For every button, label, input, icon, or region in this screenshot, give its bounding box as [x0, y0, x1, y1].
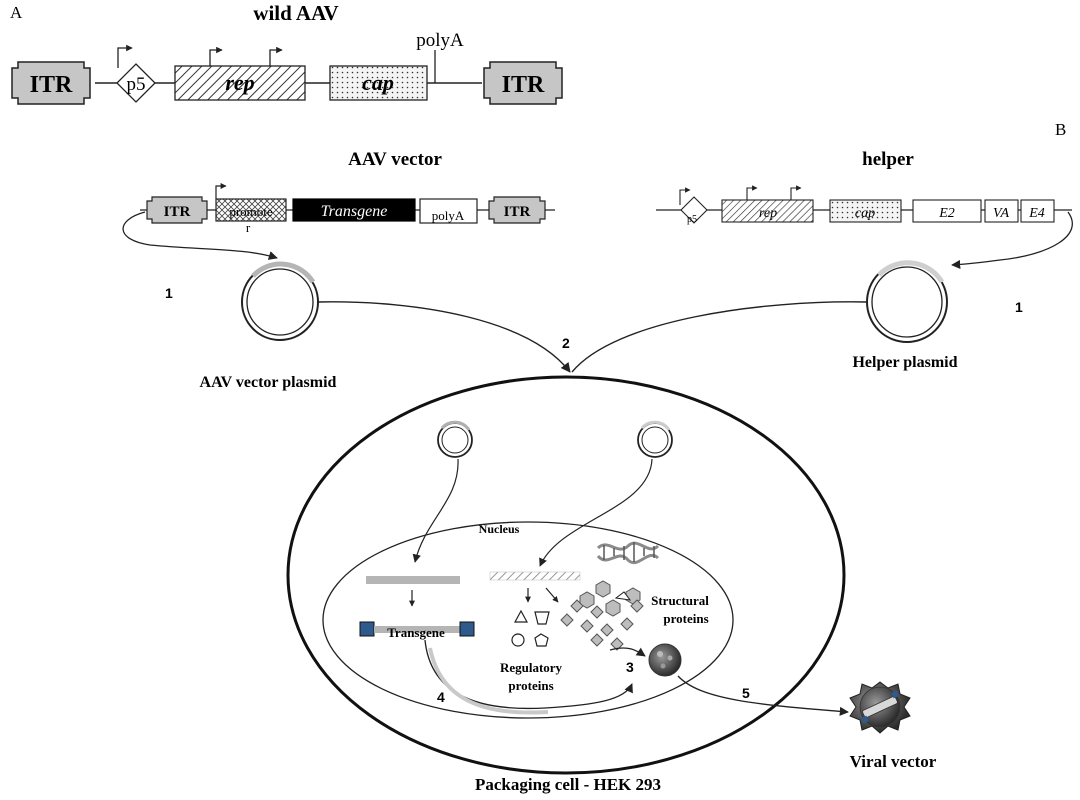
- vector-itr-right-label: ITR: [504, 204, 531, 220]
- vector-itr-left-label: ITR: [164, 204, 191, 220]
- panel-a-letter: A: [10, 3, 23, 22]
- wild-itr-right-label: ITR: [502, 72, 545, 98]
- wild-p5-diamond: [116, 63, 156, 103]
- wild-p5-label: p5: [127, 74, 146, 95]
- vector-promoter-label: promote: [229, 204, 273, 219]
- step-4-label: 4: [437, 689, 445, 705]
- helper-plasmid-icon: [866, 260, 948, 343]
- dna-helix-icon: [596, 541, 660, 564]
- cell-vector-plasmid-icon: [437, 420, 473, 458]
- helper-plasmid-to-cell-arrow: [571, 301, 867, 373]
- helper-rep-label: rep: [759, 206, 777, 221]
- helper-p19-arrow: [746, 185, 758, 200]
- aav-vector-plasmid-label: AAV vector plasmid: [200, 374, 337, 391]
- vector-to-plasmid-arrow: [122, 211, 278, 260]
- wild-p5-promoter-arrow: [117, 44, 133, 68]
- wild-itr-left-label: ITR: [30, 72, 73, 98]
- helper-cap: [829, 199, 902, 223]
- step-4-arrow: [424, 639, 633, 710]
- helper-p5-label: p5: [687, 214, 697, 225]
- transgene-bar: [374, 626, 460, 633]
- transgene-itr-left: [359, 621, 375, 637]
- vector-promoter-arrow: [215, 183, 227, 199]
- assembled-capsid-icon: [648, 643, 682, 677]
- vector-promoter-label-r: r: [246, 220, 251, 235]
- helper-va: [984, 199, 1019, 223]
- vector-polya-label: polyA: [432, 208, 465, 223]
- vector-dna-bar: [366, 576, 460, 584]
- wild-itr-left: [11, 61, 91, 105]
- wild-aav-title: wild AAV: [253, 1, 338, 25]
- transgene-itr-right: [459, 621, 475, 637]
- panel-b-letter: B: [1055, 120, 1066, 139]
- helper-dna-arrow-right: [545, 587, 559, 603]
- step-1-left: 1: [165, 285, 173, 301]
- step-3-label: 3: [626, 659, 634, 675]
- wild-itr-right: [483, 61, 563, 105]
- step-5-label: 5: [742, 685, 750, 701]
- helper-title: helper: [862, 149, 914, 170]
- vector-promoter: [215, 198, 287, 222]
- vector-entry-arrow: [412, 458, 459, 563]
- vector-itr-right: [488, 196, 546, 224]
- wild-p19-promoter-arrow: [209, 46, 223, 66]
- structural-label-line1: Structural: [651, 593, 709, 608]
- step-2-label: 2: [562, 335, 570, 351]
- step-5-arrow: [677, 675, 849, 716]
- viral-vector-label: Viral vector: [850, 752, 937, 771]
- helper-e4-label: E4: [1028, 206, 1045, 221]
- helper-p5-arrow: [679, 187, 691, 205]
- helper-entry-arrow: [539, 458, 653, 567]
- helper-va-label: VA: [993, 206, 1010, 221]
- wild-rep-gene: [174, 65, 306, 101]
- helper-e2: [912, 199, 982, 223]
- vector-polya: [419, 198, 478, 224]
- helper-to-plasmid-arrow: [951, 211, 1073, 270]
- wild-rep-label: rep: [225, 70, 254, 95]
- capsid-assembly-arrow: [609, 647, 646, 657]
- nucleus: [322, 521, 734, 719]
- vector-transgene-label: Transgene: [321, 203, 388, 220]
- cell-helper-plasmid-icon: [637, 420, 673, 458]
- helper-e4: [1020, 199, 1055, 223]
- wild-polya-label: polyA: [416, 30, 464, 51]
- wild-cap-gene: [329, 65, 428, 101]
- structural-label-line2: proteins: [663, 611, 708, 626]
- aav-vector-plasmid-icon: [241, 261, 319, 341]
- regulatory-label-line2: proteins: [508, 678, 553, 693]
- helper-rep: [721, 199, 814, 223]
- nucleus-label: Nucleus: [479, 522, 520, 536]
- vector-itr-left: [146, 196, 208, 224]
- step-1-right: 1: [1015, 299, 1023, 315]
- transgene-label: Transgene: [387, 625, 445, 640]
- helper-plasmid-label: Helper plasmid: [852, 354, 957, 371]
- wild-p40-promoter-arrow: [269, 46, 283, 66]
- regulatory-label-line1: Regulatory: [500, 660, 563, 675]
- helper-p5-diamond: [680, 196, 708, 224]
- structural-small-triangle: [614, 591, 632, 601]
- helper-e2-label: E2: [938, 206, 955, 221]
- wild-cap-label: cap: [362, 70, 394, 95]
- vector-plasmid-to-cell-arrow: [317, 301, 571, 373]
- vector-transgene: [292, 198, 416, 222]
- structural-protein-shapes: [560, 580, 644, 651]
- helper-dna-bar: [489, 571, 581, 581]
- viral-vector-icon: [849, 681, 911, 734]
- aav-vector-title: AAV vector: [348, 149, 442, 170]
- step-4-arrow-shadow: [428, 647, 549, 715]
- regulatory-protein-shapes: [511, 609, 550, 647]
- helper-p40-arrow: [790, 185, 802, 200]
- helper-cap-label: cap: [855, 206, 875, 221]
- packaging-cell-label: Packaging cell - HEK 293: [475, 775, 661, 794]
